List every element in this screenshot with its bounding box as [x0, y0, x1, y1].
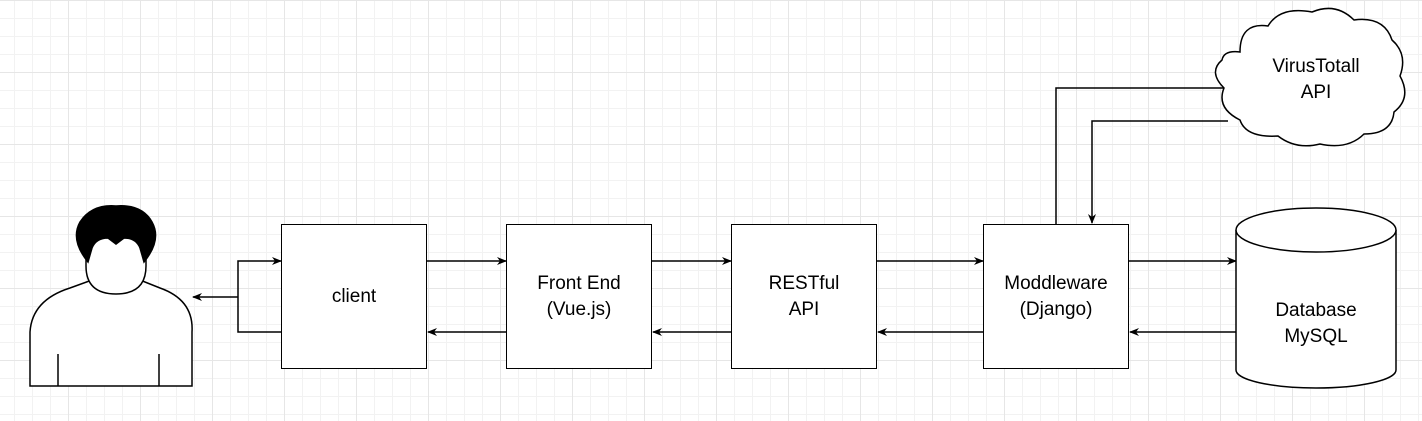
virustotal-label-line2: API — [1300, 82, 1332, 103]
frontend-label-line2: (Vue.js) — [546, 298, 612, 320]
user-body — [29, 279, 193, 387]
client-user-connector — [192, 257, 282, 333]
virustotal-label-line1: VirusTotall — [1272, 56, 1360, 77]
client-label: client — [331, 285, 377, 307]
client-to-user-line — [237, 297, 281, 333]
user-icon — [29, 205, 193, 387]
frontend-box: Front End (Vue.js) — [506, 224, 652, 369]
database-label-line2: MySQL — [1284, 326, 1348, 347]
middleware-label-line2: (Django) — [1019, 298, 1093, 320]
restapi-label-line2: API — [788, 298, 820, 320]
middleware-label-line1: Moddleware — [1004, 272, 1108, 294]
database-body — [1235, 230, 1397, 389]
middleware-box: Moddleware (Django) — [983, 224, 1129, 369]
user-hair — [75, 205, 157, 264]
database-top — [1235, 207, 1397, 253]
virustotal-cloud — [1214, 7, 1406, 147]
middleware-to-virustotal-arrow — [1055, 84, 1236, 224]
virustotal-label: VirusTotall API — [1236, 40, 1396, 120]
database-label: Database MySQL — [1236, 274, 1396, 374]
client-box: client — [281, 224, 427, 369]
virustotal-to-middleware-arrow — [1088, 120, 1228, 224]
frontend-label-line1: Front End — [537, 272, 621, 294]
database-cylinder — [1235, 207, 1397, 389]
restapi-box: RESTful API — [731, 224, 877, 369]
restapi-label-line1: RESTful — [768, 272, 840, 294]
user-to-client-arrow — [237, 257, 282, 297]
database-label-line1: Database — [1275, 300, 1357, 321]
